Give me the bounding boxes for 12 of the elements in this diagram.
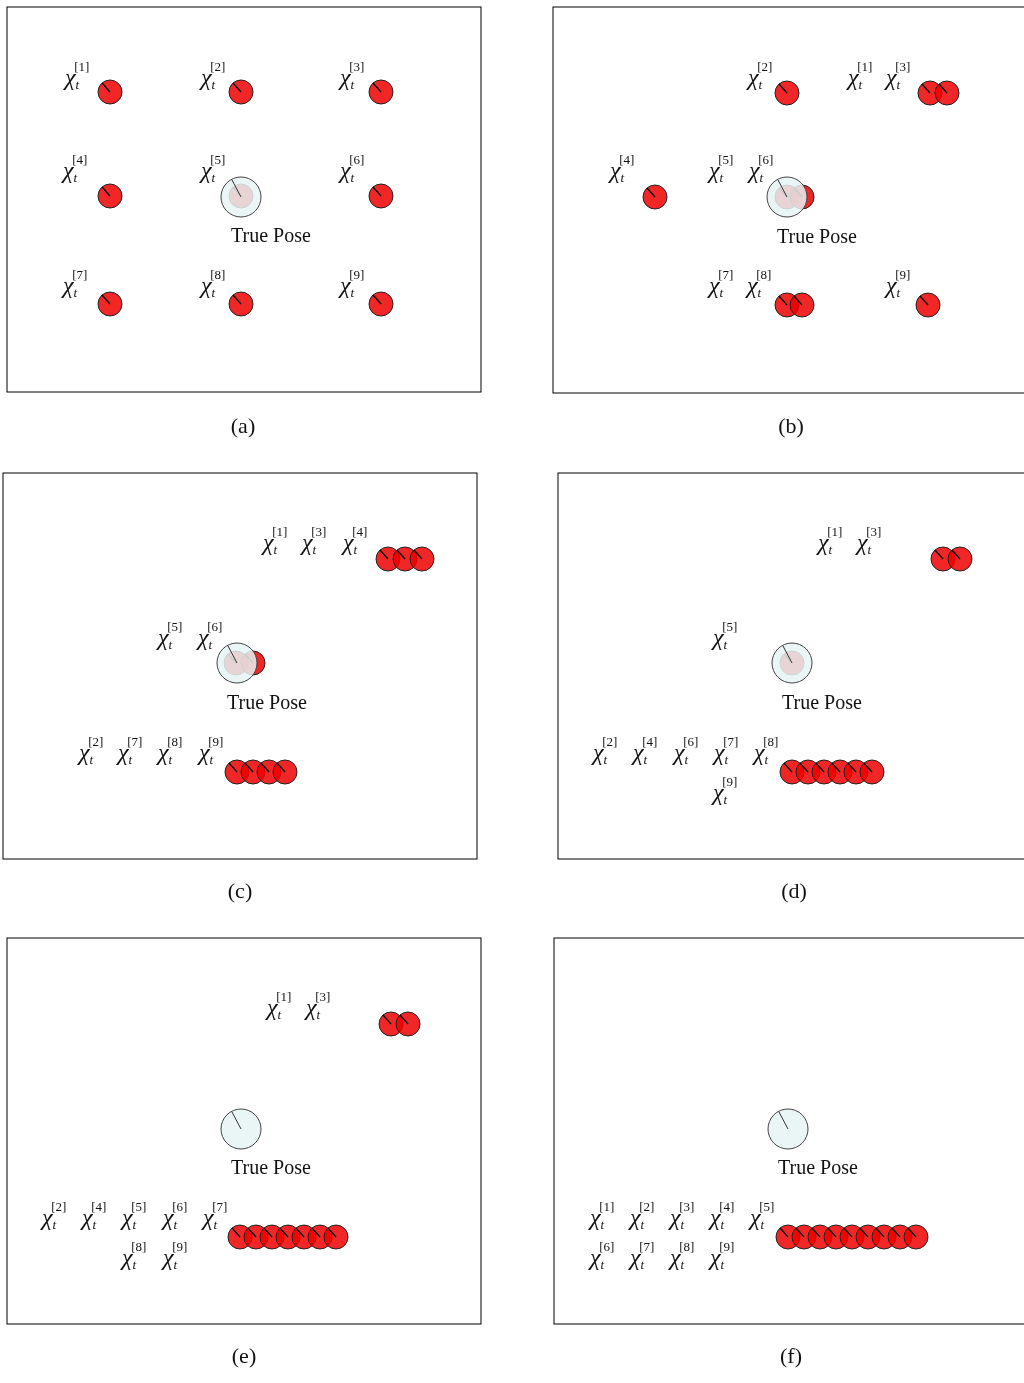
panel-caption: (d) xyxy=(781,880,807,902)
panel-caption: (a) xyxy=(230,415,256,437)
panel-caption: (e) xyxy=(231,1345,257,1367)
true-pose-label: True Pose xyxy=(778,1157,858,1177)
panel-caption: (c) xyxy=(227,880,253,902)
panel-caption: (f) xyxy=(780,1345,802,1367)
true-pose-label: True Pose xyxy=(231,225,311,245)
true-pose-label: True Pose xyxy=(231,1157,311,1177)
panel-caption: (b) xyxy=(778,415,804,437)
true-pose-label: True Pose xyxy=(782,692,862,712)
true-pose-label: True Pose xyxy=(777,226,857,246)
true-pose-label: True Pose xyxy=(227,692,307,712)
